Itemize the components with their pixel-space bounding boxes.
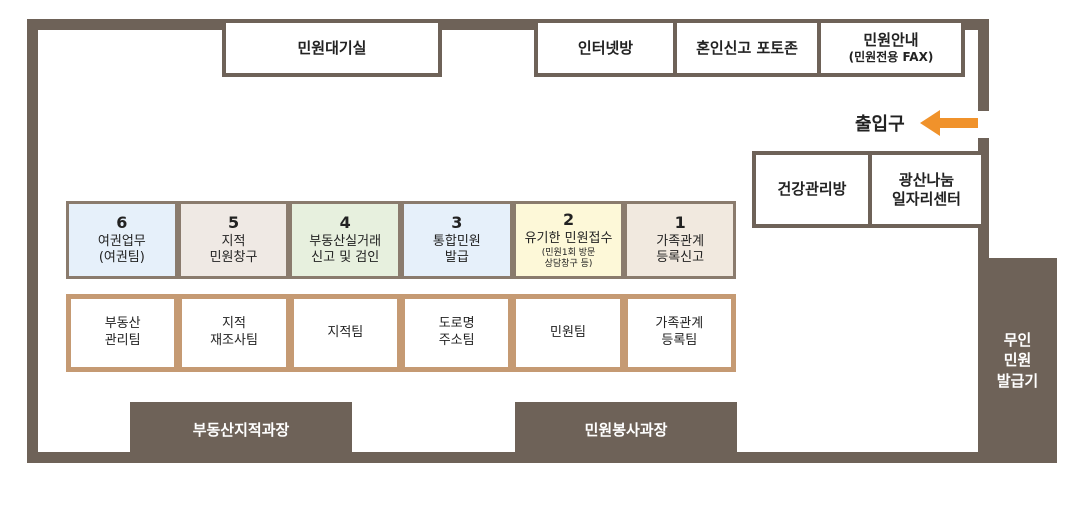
window-number: 1 xyxy=(674,212,686,232)
team-road-address: 도로명 주소팀 xyxy=(401,294,514,372)
entrance-label: 출입구 xyxy=(855,114,905,135)
job-center-line2: 일자리센터 xyxy=(891,189,961,208)
outer-wall-bottom xyxy=(27,452,1057,463)
window-label: 신고 및 검인 xyxy=(311,250,380,266)
real-estate-director-office: 부동산지적과장 xyxy=(130,402,352,456)
window-label: 유기한 민원접수 xyxy=(524,231,613,247)
team-cadastral-resurvey: 지적 재조사팀 xyxy=(179,294,291,372)
window-6: 6 여권업무 (여권팀) xyxy=(66,201,178,279)
marriage-photo-zone-label: 혼인신고 포토존 xyxy=(696,38,798,57)
window-label: 여권업무 xyxy=(97,233,146,249)
outer-wall-top xyxy=(27,19,989,30)
job-center: 광산나눔 일자리센터 xyxy=(868,151,985,228)
kiosk-label-line1: 무인 xyxy=(1003,331,1032,350)
team-family-registration: 가족관계 등록팀 xyxy=(624,294,736,372)
window-5: 5 지적 민원창구 xyxy=(177,201,290,279)
info-desk: 민원안내 (민원전용 FAX) xyxy=(817,19,965,77)
window-number: 6 xyxy=(116,212,128,232)
marriage-photo-zone: 혼인신고 포토존 xyxy=(673,19,821,77)
waiting-room-label: 민원대기실 xyxy=(297,38,367,57)
window-number: 2 xyxy=(562,210,575,230)
team-label: 주소팀 xyxy=(438,333,475,348)
team-label: 지적팀 xyxy=(327,324,364,340)
team-label: 가족관계 xyxy=(655,316,704,332)
window-label: 발급 xyxy=(444,250,469,266)
window-4: 4 부동산실거래 신고 및 검인 xyxy=(289,201,402,279)
window-number: 3 xyxy=(451,212,463,232)
kiosk-label-line2: 민원 xyxy=(1003,351,1032,370)
window-3: 3 통합민원 발급 xyxy=(401,201,513,279)
team-civil-service: 민원팀 xyxy=(513,294,625,372)
info-desk-title: 민원안내 xyxy=(863,31,919,50)
health-room-label: 건강관리방 xyxy=(777,180,847,199)
window-note: (민원1회 방문 상담창구 등) xyxy=(541,248,596,269)
window-label: 가족관계 xyxy=(656,233,705,249)
team-label: 민원팀 xyxy=(550,324,586,340)
team-label: 등록팀 xyxy=(661,333,698,348)
internet-room: 인터넷방 xyxy=(534,19,677,77)
arrow-left-icon xyxy=(920,110,978,136)
team-label: 부동산 xyxy=(104,316,141,332)
window-label: 민원창구 xyxy=(209,250,258,266)
team-desks: 부동산 관리팀 지적 재조사팀 지적팀 도로명 주소팀 민원팀 가족관계 등록팀 xyxy=(66,294,736,372)
window-2: 2 유기한 민원접수 (민원1회 방문 상담창구 등) xyxy=(512,201,625,279)
team-label: 지적 xyxy=(222,316,246,332)
window-label: 지적 xyxy=(221,233,246,249)
civil-service-director-office: 민원봉사과장 xyxy=(515,402,737,456)
window-label: 부동산실거래 xyxy=(309,233,382,249)
outer-wall-left xyxy=(27,19,38,463)
health-room: 건강관리방 xyxy=(752,151,872,228)
team-label: 관리팀 xyxy=(104,333,141,348)
real-estate-director-label: 부동산지적과장 xyxy=(192,420,290,439)
window-1: 1 가족관계 등록신고 xyxy=(624,201,737,279)
unmanned-kiosk: 무인 민원 발급기 xyxy=(978,258,1057,463)
outer-wall-right-upper xyxy=(978,19,989,111)
service-windows: 6 여권업무 (여권팀) 5 지적 민원창구 4 부동산실거래 신고 및 검인 … xyxy=(66,201,737,279)
window-number: 4 xyxy=(339,212,351,232)
window-label: 통합민원 xyxy=(432,233,481,249)
team-label: 도로명 xyxy=(438,316,475,332)
waiting-room: 민원대기실 xyxy=(222,19,442,77)
window-label: 등록신고 xyxy=(656,250,705,266)
job-center-line1: 광산나눔 xyxy=(898,170,955,189)
civil-service-director-label: 민원봉사과장 xyxy=(584,420,668,439)
team-cadastral: 지적팀 xyxy=(290,294,402,372)
info-desk-subtitle: (민원전용 FAX) xyxy=(848,49,934,64)
window-label: (여권팀) xyxy=(98,250,145,266)
team-real-estate-management: 부동산 관리팀 xyxy=(66,294,180,372)
team-label: 재조사팀 xyxy=(210,333,258,348)
internet-room-label: 인터넷방 xyxy=(577,38,634,57)
kiosk-label-line3: 발급기 xyxy=(996,371,1039,390)
window-number: 5 xyxy=(227,212,240,232)
